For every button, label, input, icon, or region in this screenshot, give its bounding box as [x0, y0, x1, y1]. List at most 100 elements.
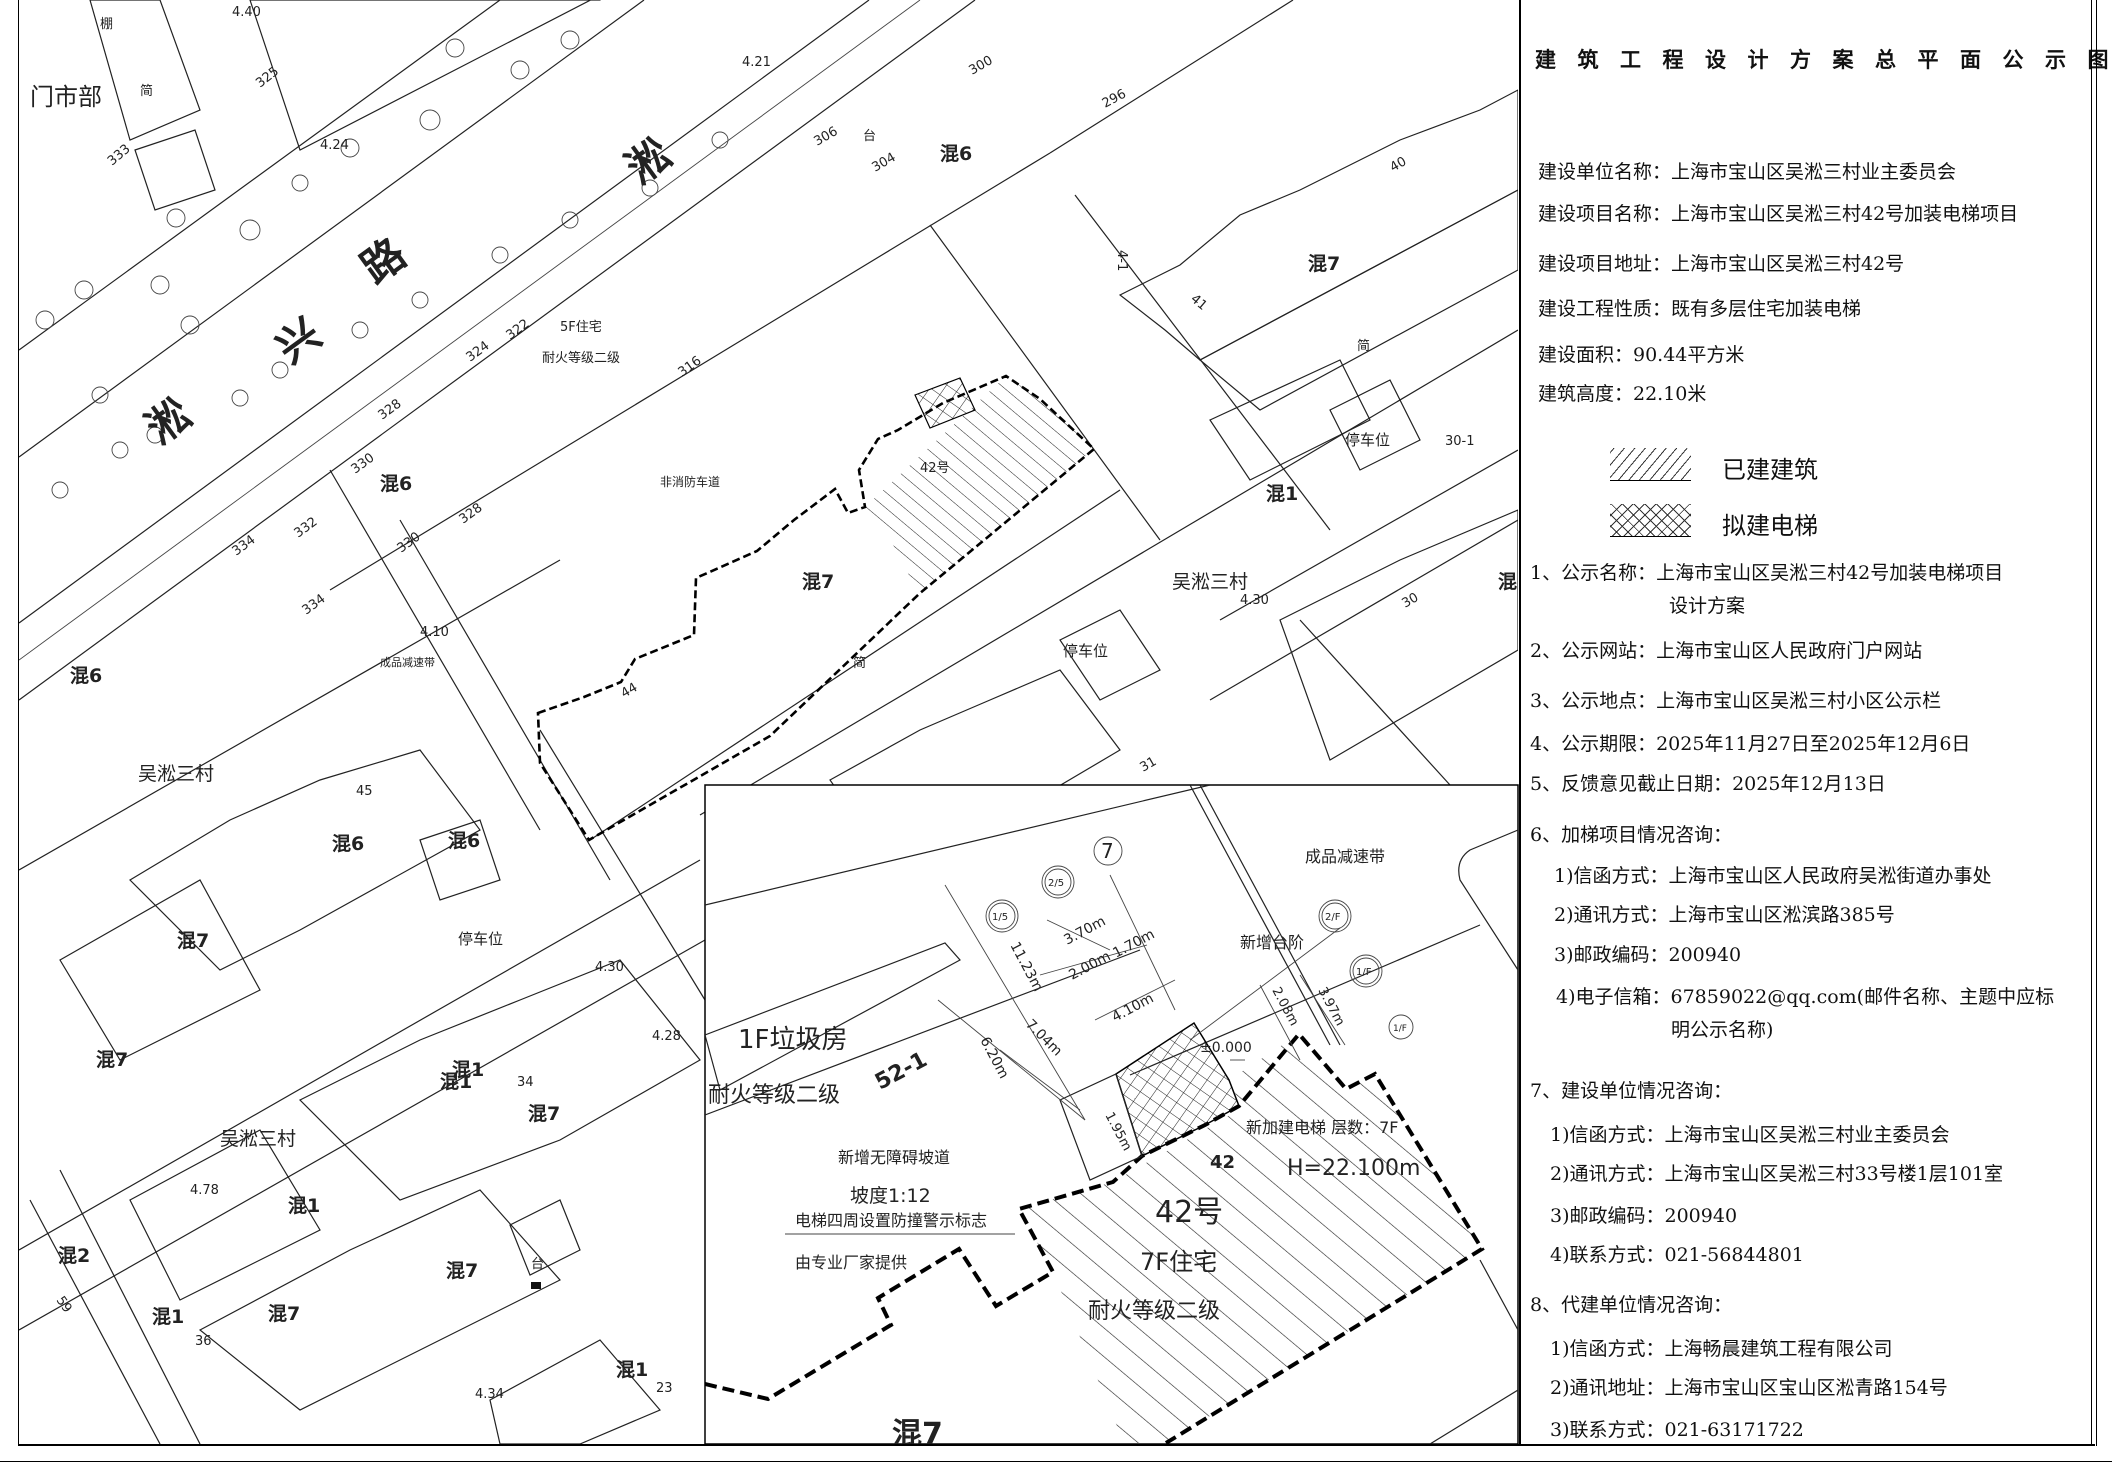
- map-label: 44: [619, 680, 641, 701]
- map-label: 混7: [446, 1260, 478, 1282]
- map-label: 23: [656, 1381, 673, 1396]
- map-label: 4.24: [320, 138, 349, 153]
- info-line: 建设项目地址：上海市宝山区吴淞三村42号: [1538, 253, 1905, 275]
- map-label: 耐火等级二级: [542, 350, 620, 366]
- existing-building-hatch: [1019, 1034, 1482, 1443]
- map-label: 4.30: [1240, 593, 1269, 608]
- section-markers: [985, 836, 1414, 1040]
- inset-label: 1/F: [1393, 1024, 1407, 1034]
- notice-item: 5、反馈意见截止日期：2025年12月13日: [1530, 773, 1886, 795]
- map-label: 4.30: [595, 960, 624, 975]
- map-label: 混1: [452, 1059, 484, 1081]
- info-line: 建筑高度：22.10米: [1538, 383, 1707, 405]
- map-label: 台: [531, 1257, 544, 1272]
- map-label: 30: [1400, 590, 1422, 611]
- inset-label: 由专业厂家提供: [795, 1253, 907, 1272]
- map-label: 混6: [70, 665, 102, 687]
- map-label: 4.34: [475, 1387, 504, 1402]
- road-char: 淞: [617, 129, 680, 193]
- map-label: 棚: [100, 17, 113, 32]
- map-label: 简: [1357, 338, 1370, 354]
- map-label: 停车位: [1063, 642, 1108, 660]
- existing-building-swatch: [1610, 448, 1691, 481]
- map-label: 成品减速带: [380, 656, 435, 669]
- map-label: 混7: [96, 1049, 128, 1071]
- map-label: 混2: [58, 1245, 90, 1267]
- map-label: 混6: [940, 143, 972, 165]
- map-label: 330: [349, 451, 378, 478]
- map-label: 334: [300, 592, 329, 619]
- map-label: 吴淞三村: [1172, 571, 1248, 593]
- inset-label: 2/F: [1325, 912, 1341, 923]
- notice-item: 4)联系方式：021-56844801: [1550, 1244, 1804, 1266]
- notice-item: 3、公示地点：上海市宝山区吴淞三村小区公示栏: [1530, 690, 1942, 712]
- info-line: 建设项目名称：上海市宝山区吴淞三村42号加装电梯项目: [1538, 203, 2019, 225]
- frame-left-border: [18, 0, 19, 1446]
- inset-label: 电梯四周设置防撞警示标志: [795, 1211, 987, 1230]
- map-label: 混7: [1308, 253, 1340, 275]
- map-label: 333: [105, 142, 134, 169]
- map-label: 332: [292, 515, 321, 542]
- road-char: 兴: [267, 309, 330, 373]
- inset-label: 2/5: [1048, 878, 1064, 889]
- inset-label: 7F住宅: [1140, 1248, 1217, 1276]
- inset-label: 1/5: [992, 912, 1008, 923]
- notice-item: 设计方案: [1669, 595, 1746, 617]
- inset-label: ±0.000: [1200, 1040, 1252, 1056]
- map-label: 31: [1138, 754, 1160, 775]
- map-label: 334: [230, 533, 259, 560]
- map-label: 42号: [920, 461, 950, 476]
- notice-item: 6、加梯项目情况咨询：: [1530, 824, 1733, 846]
- map-label: 台: [863, 129, 876, 144]
- map-label: 非消防车道: [660, 474, 720, 489]
- map-label: 36: [195, 1334, 212, 1349]
- map-label: 门市部: [30, 83, 102, 111]
- notice-item: 2)通讯方式：上海市宝山区吴淞三村33号楼1层101室: [1550, 1163, 2004, 1185]
- map-label: 34: [517, 1075, 534, 1090]
- notice-item: 3)邮政编码：200940: [1550, 1205, 1738, 1227]
- map-label: 328: [457, 501, 486, 528]
- map-label: 41: [1187, 292, 1209, 314]
- inset-label: 成品减速带: [1305, 847, 1385, 866]
- notice-panel: 建筑工程设计方案总平面公示图 建设单位名称：上海市宝山区吴淞三村业主委员会 建设…: [1519, 0, 2109, 1446]
- notice-item: 8、代建单位情况咨询：: [1530, 1294, 1733, 1316]
- notice-item: 3)邮政编码：200940: [1554, 944, 1742, 966]
- map-label: 混1: [288, 1195, 320, 1217]
- notice-item: 2)通讯方式：上海市宝山区淞滨路385号: [1554, 904, 1895, 926]
- map-label: 4.40: [232, 5, 261, 20]
- inset-label: 混7: [892, 1417, 943, 1452]
- building-42-dashed-outline: [705, 1030, 1485, 1444]
- map-label: 混7: [177, 930, 209, 952]
- inset-label: 1F垃圾房: [738, 1025, 848, 1055]
- inset-label: 1/F: [1356, 967, 1372, 978]
- panel-title: 建筑工程设计方案总平面公示图: [1535, 48, 2112, 72]
- notice-item: 1、公示名称：上海市宝山区吴淞三村42号加装电梯项目: [1530, 562, 2004, 584]
- inset-label: 42: [1210, 1152, 1235, 1173]
- map-label: 4-1: [1114, 250, 1129, 271]
- legend-label: 拟建电梯: [1722, 512, 1818, 540]
- map-label: 简: [853, 655, 866, 671]
- map-label: 混1: [1266, 483, 1298, 505]
- map-label: 混6: [332, 833, 364, 855]
- map-label: 混6: [380, 473, 412, 495]
- map-label: 296: [1100, 87, 1129, 112]
- map-label: 4.28: [652, 1029, 681, 1044]
- map-label: 停车位: [458, 930, 503, 948]
- map-label: 5F住宅: [560, 320, 602, 335]
- elevator-hatch-small: [914, 377, 976, 429]
- inset-label: 新增台阶: [1240, 933, 1304, 952]
- map-label: 混6: [448, 830, 480, 852]
- map-label: 4.21: [742, 55, 771, 70]
- notice-item: 4、公示期限：2025年11月27日至2025年12月6日: [1530, 733, 1971, 755]
- map-label: 4.78: [190, 1183, 219, 1198]
- proposed-elevator-swatch: [1610, 504, 1691, 537]
- road-lines: [19, 0, 1518, 1444]
- inset-label: 42号: [1155, 1195, 1223, 1230]
- inset-detail: 成品减速带 7 2/5 1/5 2/F 1/F 1/F 3.70m 1.70m …: [704, 784, 1519, 1452]
- inset-label: 新加建电梯 层数：7F: [1246, 1118, 1398, 1137]
- map-label: 45: [356, 784, 373, 799]
- info-line: 建设工程性质：既有多层住宅加装电梯: [1538, 298, 1862, 320]
- map-label: 40: [1388, 154, 1410, 175]
- info-line: 建设单位名称：上海市宝山区吴淞三村业主委员会: [1538, 161, 1957, 183]
